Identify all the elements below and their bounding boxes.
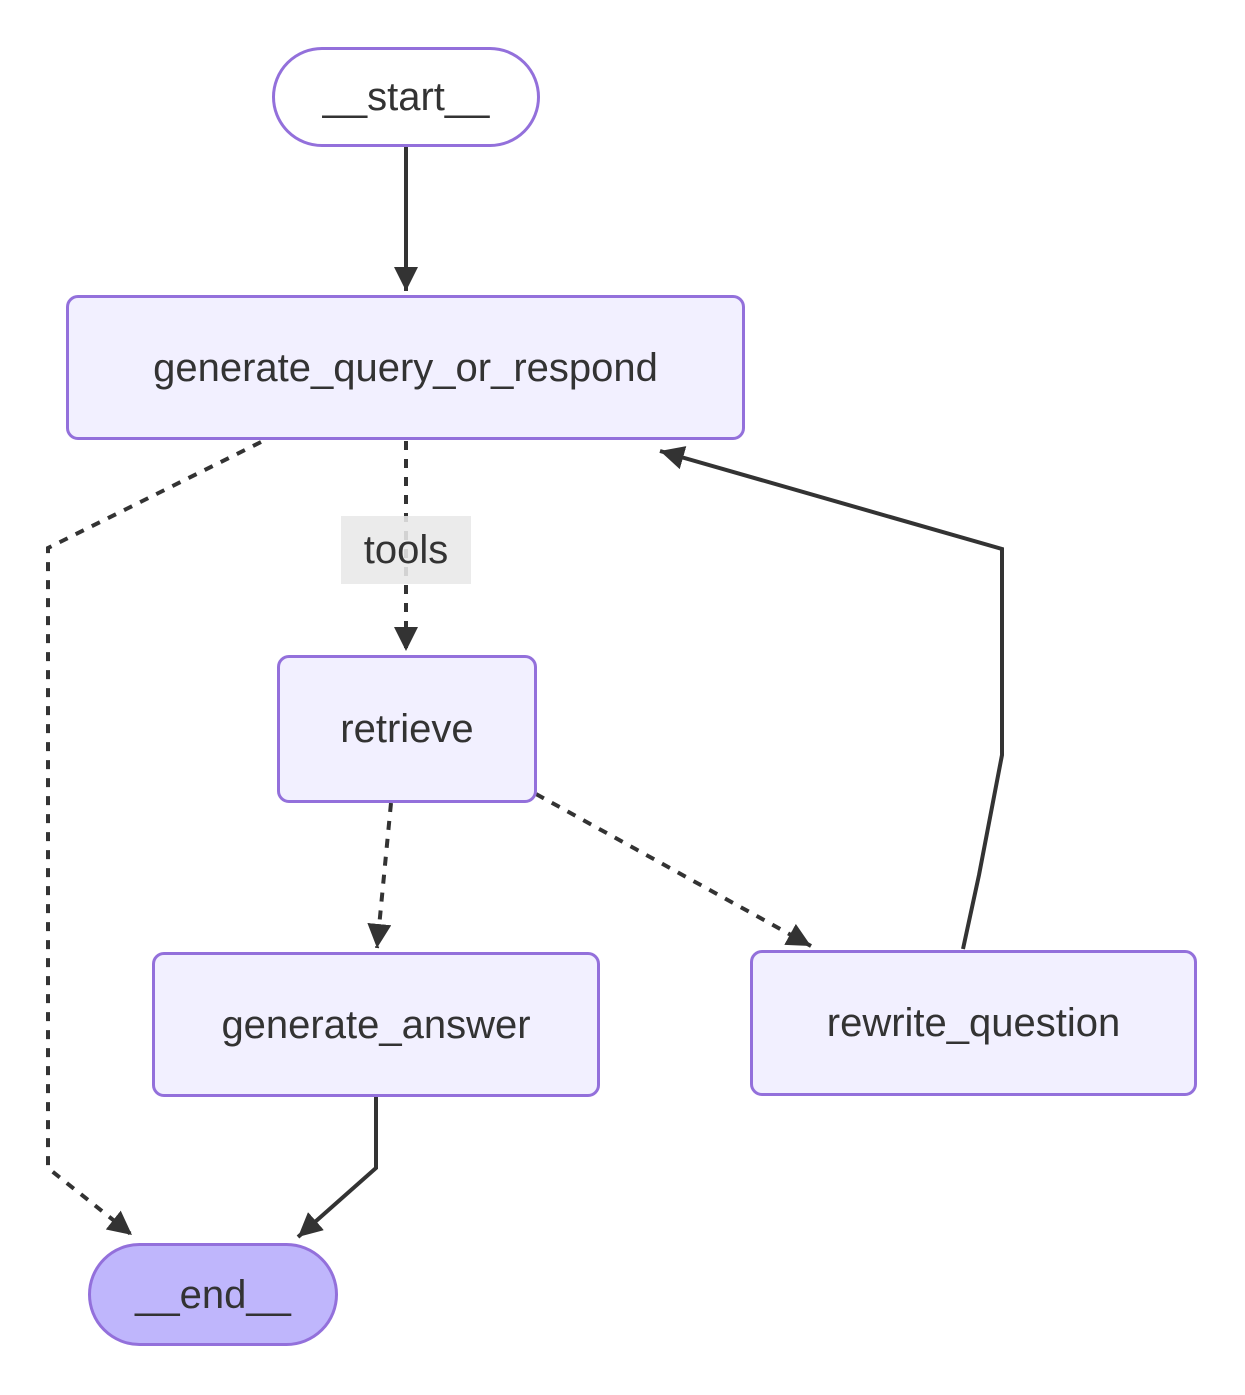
edge-rewrite-question-to-generate-query-or-respond <box>659 446 1004 950</box>
node-generate-answer: generate_answer <box>152 952 600 1097</box>
edge-retrieve-to-generate-answer <box>367 802 393 949</box>
edge-generate-answer-to-end <box>296 1097 378 1239</box>
node-end: __end__ <box>88 1243 338 1346</box>
node-generate-answer-label: generate_answer <box>221 1002 531 1047</box>
node-rewrite-question-label: rewrite_question <box>826 1001 1121 1045</box>
node-generate-query-or-respond-label: generate_query_or_respond <box>153 345 658 390</box>
node-generate-query-or-respond: generate_query_or_respond <box>66 295 745 440</box>
node-retrieve: retrieve <box>277 655 537 803</box>
node-start: __start__ <box>272 47 540 147</box>
node-start-label: __start__ <box>322 75 490 119</box>
edge-label-tools: tools <box>341 516 471 584</box>
edge-label-tools-text: tools <box>363 527 449 572</box>
node-rewrite-question: rewrite_question <box>750 950 1197 1096</box>
edge-retrieve-to-rewrite-question <box>535 792 812 948</box>
node-end-label: __end__ <box>135 1272 291 1317</box>
node-retrieve-label: retrieve <box>340 707 474 751</box>
edge-generate-query-or-respond-to-end <box>46 440 262 1237</box>
